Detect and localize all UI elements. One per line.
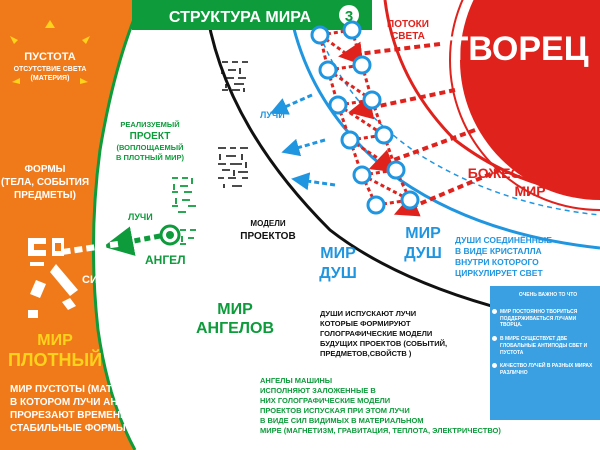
dense-world-desc-2: В КОТОРОМ ЛУЧИ АНГЕЛОВ: [10, 397, 152, 408]
souls-crystal-4: ЦИРКУЛИРУЕТ СВЕТ: [455, 268, 543, 278]
light-flows-label-1: ПОТОКИ: [387, 19, 429, 30]
souls-rays-2: КОТОРЫЕ ФОРМИРУЮТ: [320, 319, 411, 328]
project-models-2: ПРОЕКТОВ: [240, 231, 295, 242]
soul-node: [362, 90, 382, 110]
souls-world-inner-2: ДУШ: [319, 265, 357, 282]
forms-line-3: ПРЕДМЕТЫ): [14, 190, 76, 201]
souls-crystal-2: В ВИДЕ КРИСТАЛЛА: [455, 246, 542, 256]
realized-project-1: РЕАЛИЗУЕМЫЙ: [120, 120, 179, 129]
souls-rays: [269, 93, 336, 191]
forces-label: СИЛЫ: [82, 274, 117, 286]
angel-ray-line: [103, 226, 161, 256]
void-line-2: (МАТЕРИЯ): [31, 75, 70, 82]
souls-rays-1: ДУШИ ИСПУСКАЮТ ЛУЧИ: [320, 309, 416, 318]
creator-circle-outline: [449, 0, 600, 211]
angel-rays: [172, 177, 196, 245]
dense-world-title-2: ПЛОТНЫЙ: [8, 349, 102, 370]
angels-machines-3: НИХ ГОЛОГРАФИЧЕСКИЕ МОДЕЛИ: [260, 396, 390, 405]
forces-arrow: [61, 241, 119, 255]
souls-crystal-3: ВНУТРИ КОТОРОГО: [455, 257, 539, 267]
soul-node: [400, 190, 420, 210]
soul-node: [352, 165, 372, 185]
angel-icon: [159, 224, 181, 246]
angels-machines-4: ПРОЕКТОВ ИСПУСКАЯ ПРИ ЭТОМ ЛУЧИ: [260, 406, 410, 415]
souls-rays-4: БУДУЩИХ ПРОЕКТОВ (СОБЫТИЙ,: [320, 339, 447, 348]
angels-world-2: АНГЕЛОВ: [196, 320, 274, 337]
dense-world-title-1: МИР: [37, 332, 73, 349]
info-heading: ОЧЕНЬ ВАЖНО ТО ЧТО: [518, 292, 578, 298]
info-item-3: КАЧЕСТВО ЛУЧЕЙ В РАЗНЫХ МИРАХ РАЗЛИЧНО: [492, 363, 596, 377]
rays-label-upper: ЛУЧИ: [260, 110, 285, 120]
crystal-link: [360, 174, 378, 206]
void-sun-icon: [10, 20, 90, 84]
soul-node: [352, 55, 372, 75]
divine-world-label-2: МИР: [514, 183, 545, 199]
soul-node: [342, 20, 362, 40]
soul-node: [386, 160, 406, 180]
angels-machines-2: ИСПОЛНЯЮТ ЗАЛОЖЕННЫЕ В: [260, 386, 376, 395]
dense-world-desc-1: МИР ПУСТОТЫ (МАТЕРИИ): [10, 384, 143, 395]
creator-title: ТВОРЕЦ: [447, 30, 588, 68]
angels-machines-5: В ВИДЕ СИЛ ВИДИМЫХ В МАТЕРИАЛЬНОМ: [260, 416, 424, 425]
header-title: СТРУКТУРА МИРА: [169, 9, 312, 26]
souls-crystal-1: ДУШИ СОЕДИНЁННЫЕ: [455, 235, 552, 245]
soul-node: [366, 195, 386, 215]
rays-label-left: ЛУЧИ: [128, 212, 153, 222]
project-models-1: МОДЕЛИ: [250, 219, 285, 228]
souls-world-inner-1: МИР: [320, 245, 356, 262]
soul-node: [374, 125, 394, 145]
creator-circle: [460, 0, 600, 200]
soul-node: [340, 130, 360, 150]
info-item-1: МИР ПОСТОЯННО ТВОРИТЬСЯ ПОДДЕРЖИВАЕТЬСЯ …: [492, 308, 596, 329]
realized-project-4: В ПЛОТНЫЙ МИР): [116, 153, 184, 162]
crystal-link: [319, 28, 353, 37]
souls-rays-5: ПРЕДМЕТОВ,СВОЙСТВ ): [320, 349, 412, 358]
souls-rays-3: ГОЛОГРАФИЧЕСКИЕ МОДЕЛИ: [320, 329, 432, 338]
header-number-badge: [339, 5, 359, 25]
dense-world-border: [91, 0, 144, 450]
souls-world-outer-2: ДУШ: [404, 245, 442, 262]
angels-machines-6: МИРЕ (МАГНЕТИЗМ, ГРАВИТАЦИЯ, ТЕПЛОТА, ЭЛ…: [260, 426, 501, 435]
important-info-box: ОЧЕНЬ ВАЖНО ТО ЧТО МИР ПОСТОЯННО ТВОРИТЬ…: [490, 286, 600, 420]
holographic-models: [218, 61, 248, 188]
crystal-link: [394, 169, 412, 201]
void-title: ПУСТОТА: [24, 51, 75, 63]
angel-label: АНГЕЛ: [145, 253, 186, 267]
soul-node: [328, 95, 348, 115]
void-line-1: ОТСУТСТВИЕ СВЕТА: [14, 66, 87, 73]
dense-world-desc-4: СТАБИЛЬНЫЕ ФОРМЫ (ТЕЛА): [10, 423, 162, 434]
light-flows-label-2: СВЕТА: [391, 31, 425, 42]
souls-inner-dashed-arc: [309, 0, 600, 216]
realized-project-3: (ВОПЛОЩАЕМЫЙ: [116, 143, 183, 152]
soul-node: [318, 60, 338, 80]
souls-crystal: [310, 20, 420, 215]
angels-machines-1: АНГЕЛЫ МАШИНЫ: [260, 376, 332, 385]
forms-line-1: ФОРМЫ: [25, 164, 66, 175]
soul-node: [310, 25, 330, 45]
angels-world-1: МИР: [217, 301, 253, 318]
realized-project-2: ПРОЕКТ: [130, 131, 171, 142]
dense-world-desc-3: ПРОРЕЗАЮТ ВРЕМЕННО: [10, 410, 135, 421]
souls-world-outer-1: МИР: [405, 225, 441, 242]
forms-line-2: (ТЕЛА, СОБЫТИЯ: [1, 177, 89, 188]
forms-shapes: [28, 238, 78, 318]
divine-world-label-1: БОЖЕСТВЕННЫЙ: [468, 164, 593, 181]
info-item-2: В МИРЕ СУЩЕСТВУЕТ ДВЕ ГЛОБАЛЬНЫЕ АНТИПОД…: [492, 336, 596, 356]
header-number: 3: [345, 8, 353, 25]
header-banner: [132, 0, 372, 30]
